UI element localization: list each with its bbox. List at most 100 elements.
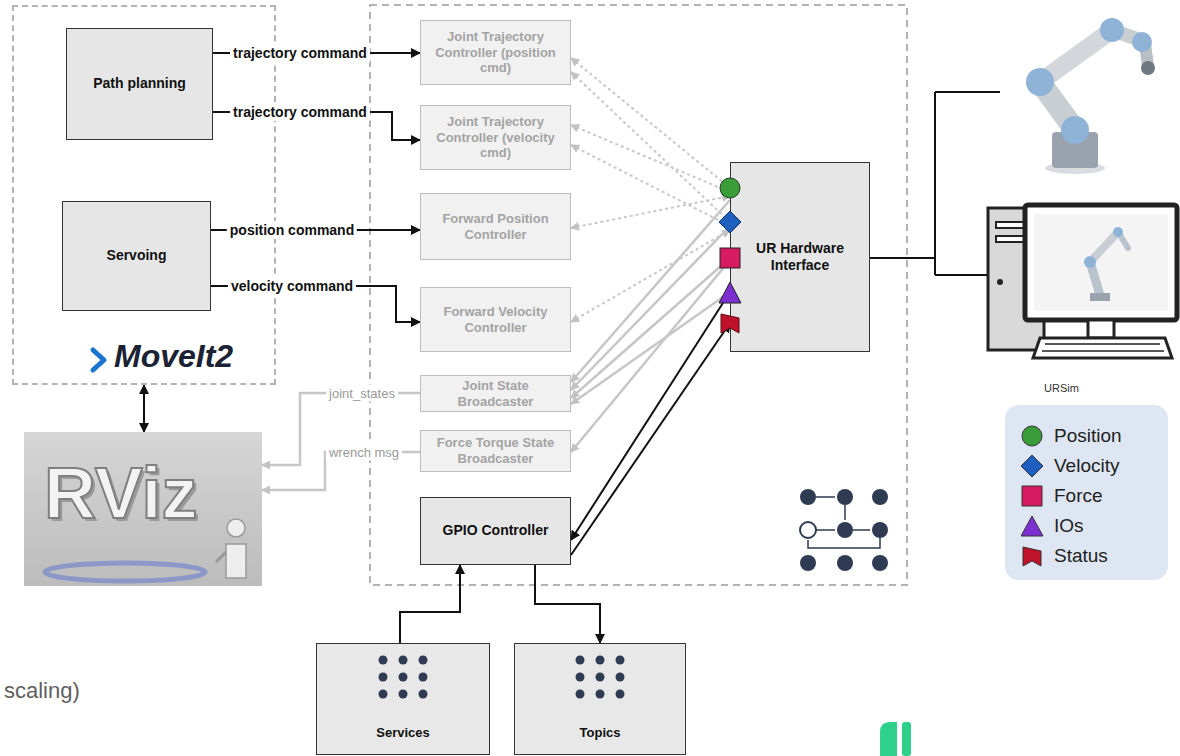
ros2-control-icon — [872, 522, 888, 538]
legend-symbol — [1023, 547, 1041, 566]
ursim-computer — [1034, 214, 1168, 311]
legend-swatch — [1021, 425, 1044, 448]
legend-label: Status — [1054, 545, 1108, 567]
hardware-wire — [870, 92, 1000, 275]
ursim-computer — [1088, 320, 1114, 338]
legend-swatch — [1021, 515, 1044, 538]
note-text: scaling) — [4, 678, 80, 704]
ursim-computer — [1033, 338, 1172, 358]
edge-label: velocity command — [228, 277, 356, 295]
services-dots — [379, 673, 388, 682]
connector — [571, 258, 730, 398]
node-label: Forward Position Controller — [427, 211, 564, 242]
connector — [571, 58, 730, 188]
topics-dots — [596, 656, 605, 665]
controller-box: Forward Position Controller — [420, 193, 571, 260]
node-label: MoveIt2 — [114, 339, 233, 374]
services-dots — [379, 690, 388, 699]
ros2-control-icon — [837, 522, 853, 538]
topics-dots — [576, 656, 585, 665]
ros2-control-icon — [800, 555, 816, 571]
connector — [400, 565, 460, 643]
services-dots — [419, 690, 428, 699]
rviz-mini-robot — [227, 519, 245, 537]
ros2-control-icon — [837, 555, 853, 571]
edge-label: trajectory command — [230, 103, 370, 121]
legend-swatch — [1021, 455, 1044, 478]
legend-row: IOs — [1021, 511, 1168, 541]
edge-label: wrench msg — [326, 444, 402, 461]
ros2-control-icon — [872, 555, 888, 571]
hardware-wire — [870, 92, 1000, 275]
node-label: Joint Trajectory Controller (velocity cm… — [427, 114, 564, 161]
node-label: UR Hardware Interface — [739, 240, 861, 275]
topics-dots — [576, 673, 585, 682]
legend-label: Velocity — [1054, 455, 1119, 477]
connector — [571, 196, 730, 228]
topics-dots — [616, 656, 625, 665]
legend-swatch — [1021, 545, 1044, 568]
legend-label: IOs — [1054, 515, 1084, 537]
topics-dots — [616, 690, 625, 699]
interface-icons — [720, 248, 740, 268]
ursim-computer — [1090, 232, 1118, 262]
services-dots — [419, 656, 428, 665]
broadcaster-box: Joint State Broadcaster — [420, 375, 571, 412]
robot-arm-illustration — [1000, 5, 1170, 175]
ros2-control-icon — [872, 489, 888, 505]
node-label: GPIO Controller — [443, 522, 549, 540]
edge-label: joint_states — [326, 385, 398, 402]
node-label: Topics — [580, 725, 621, 740]
topics-dots — [576, 656, 625, 699]
connector — [571, 260, 730, 452]
node-label: Services — [376, 725, 430, 740]
legend-row: Velocity — [1021, 451, 1168, 481]
node-label: Servoing — [107, 247, 167, 265]
node-label: Forward Velocity Controller — [427, 304, 564, 335]
node-label: Force Torque State Broadcaster — [427, 435, 564, 466]
moveit-chevron — [93, 350, 104, 370]
connector — [571, 72, 730, 222]
topics-dots — [596, 673, 605, 682]
ursim-computer — [1084, 256, 1096, 268]
connector — [571, 145, 730, 226]
rviz-ring — [45, 563, 205, 581]
legend-symbol — [1021, 455, 1043, 477]
corner-logo — [902, 722, 911, 756]
edge-label: trajectory command — [230, 44, 370, 62]
topics-dots — [616, 673, 625, 682]
services-dots — [399, 673, 408, 682]
node-label: RViz — [44, 456, 197, 532]
controller-box: GPIO Controller — [420, 497, 571, 565]
node-label: Joint State Broadcaster — [427, 378, 564, 409]
connector — [262, 393, 420, 465]
ros2-control-icon — [837, 489, 853, 505]
services-dots — [399, 656, 408, 665]
interface-icons — [719, 282, 741, 303]
rviz-mini-robot — [216, 519, 246, 578]
legend-panel: PositionVelocityForceIOsStatus — [1005, 405, 1168, 580]
robot-arm-illustration — [1132, 32, 1152, 52]
ursim-computer — [1090, 293, 1110, 301]
connector — [535, 565, 600, 643]
legend-symbol — [1021, 516, 1043, 536]
services-dots — [379, 656, 388, 665]
services-dots — [379, 656, 428, 699]
topic-box: Topics — [514, 643, 686, 755]
interface-icons — [719, 211, 741, 233]
node-label: Joint Trajectory Controller (position cm… — [427, 29, 564, 76]
topics-dots — [576, 690, 585, 699]
robot-arm-illustration — [1141, 61, 1155, 75]
interface-icons — [719, 178, 741, 333]
robot-arm-illustration — [1061, 116, 1089, 144]
ursim-computer — [1042, 344, 1164, 351]
edge-label: position command — [227, 221, 357, 239]
services-dots — [419, 673, 428, 682]
legend-row: Position — [1021, 421, 1168, 451]
caption-text: URSim — [1044, 382, 1079, 394]
broadcaster-box: Force Torque State Broadcaster — [420, 430, 571, 472]
interface-box: UR Hardware Interface — [730, 162, 870, 352]
connector — [571, 292, 730, 404]
controller-box: Forward Velocity Controller — [420, 287, 571, 352]
